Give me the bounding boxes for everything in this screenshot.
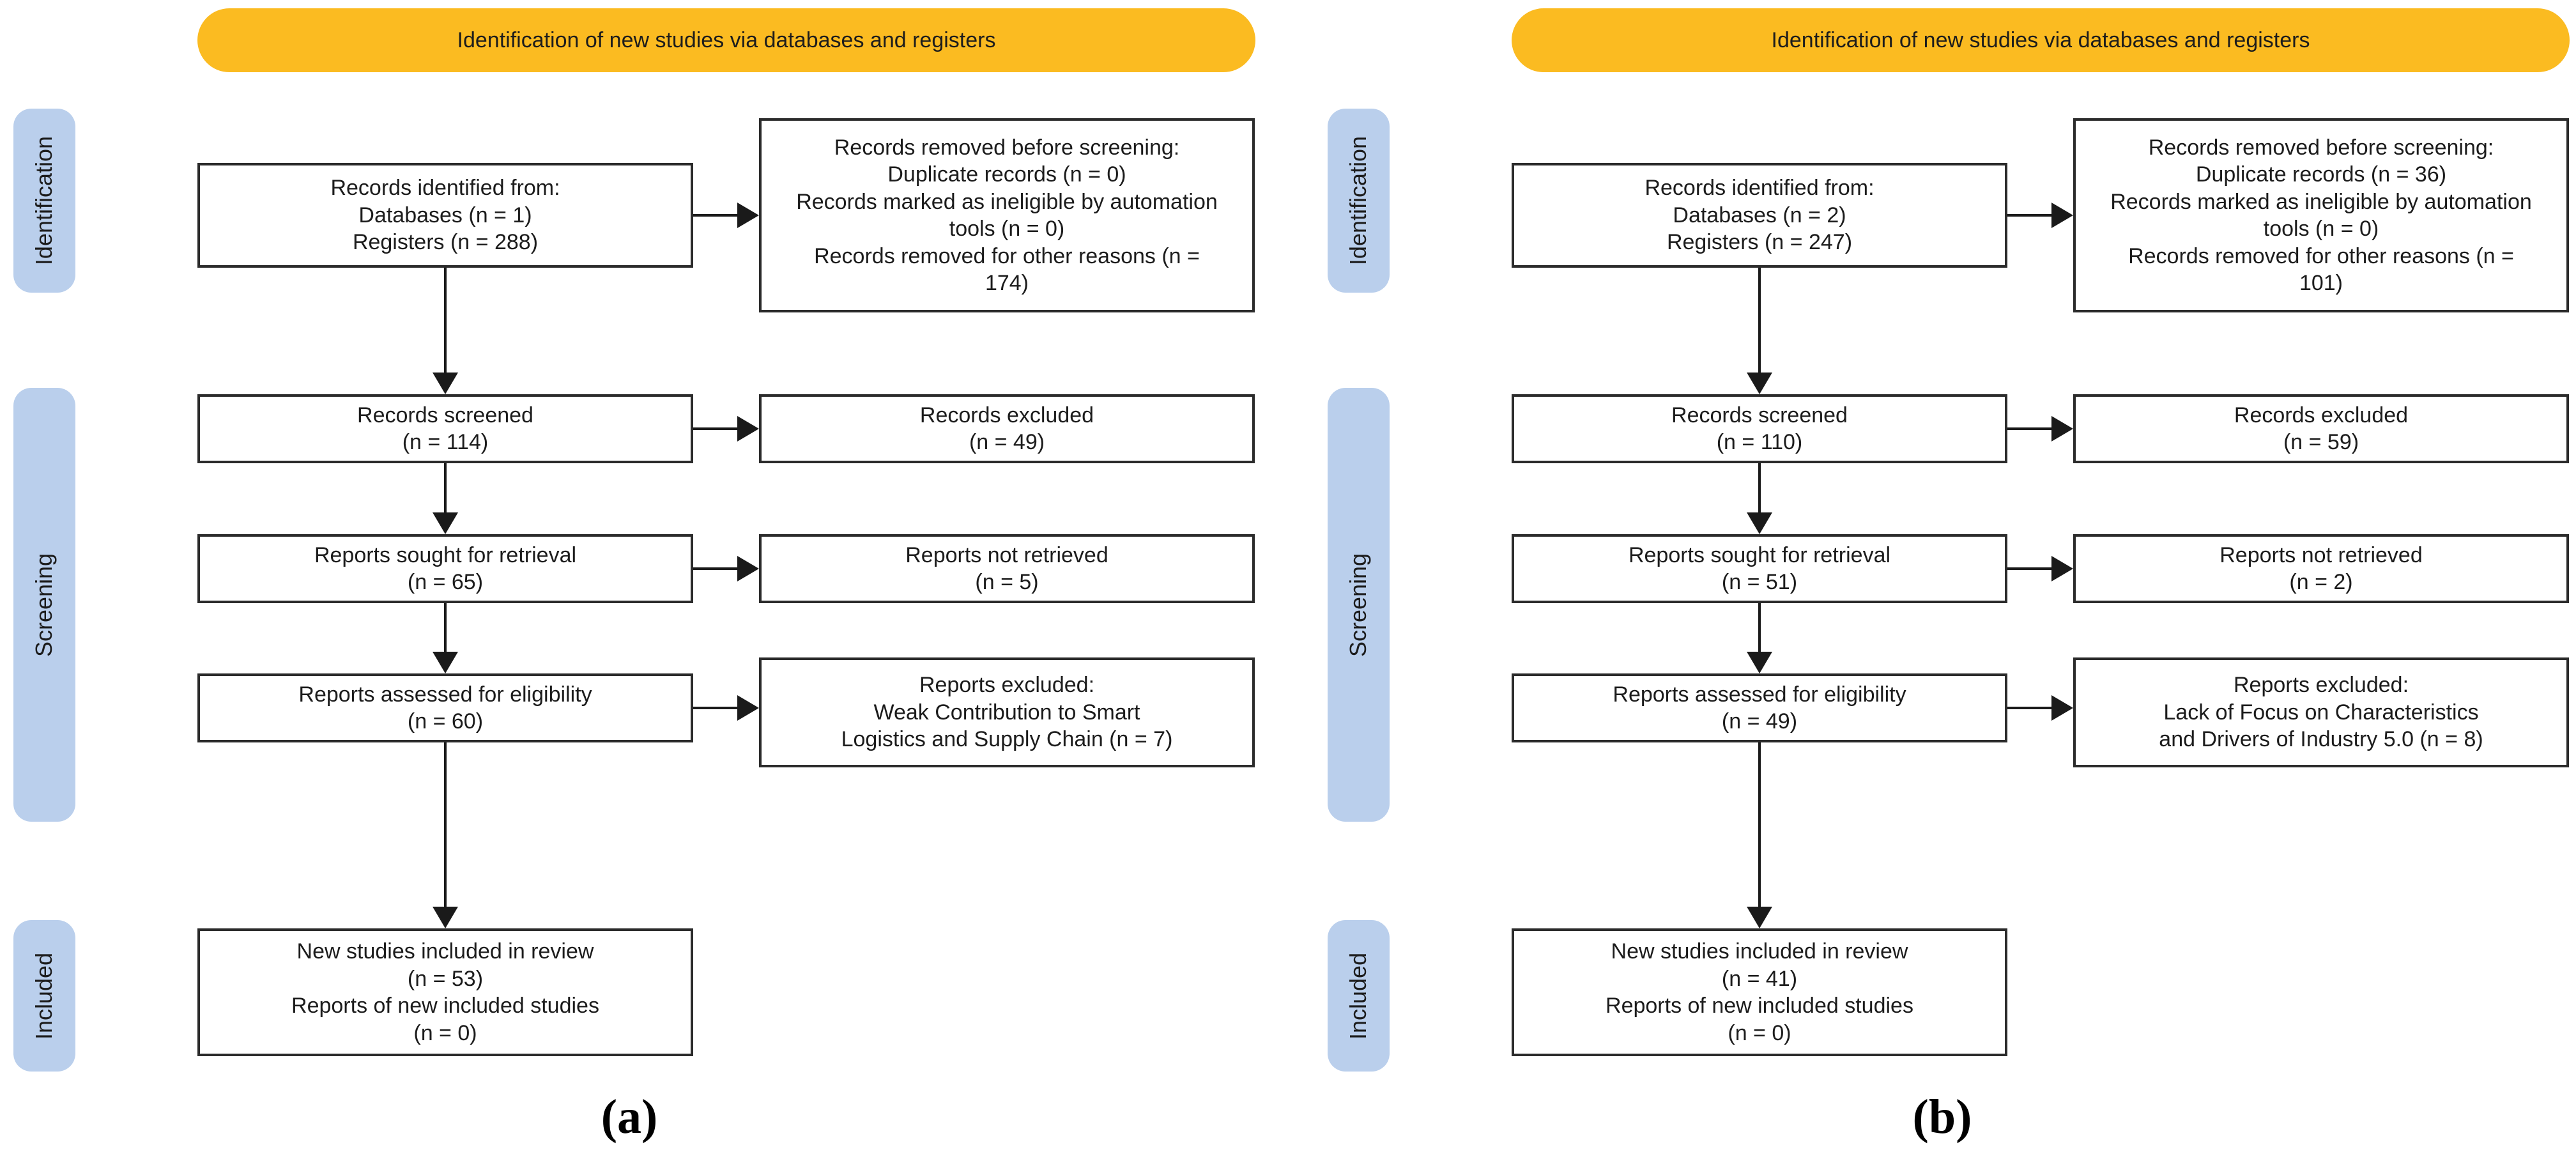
caption-b: (b) xyxy=(1912,1090,1972,1144)
arrow-assessed-to-excluded-a xyxy=(693,707,740,709)
arrow-sought-to-assessed-b xyxy=(1758,603,1761,654)
arrow-identified-to-removed-b xyxy=(2007,214,2054,217)
arrowhead-screened-to-sought-b xyxy=(1747,512,1772,534)
stage-label-identification-b: Identification xyxy=(1345,135,1372,266)
arrowhead-sought-to-assessed-a xyxy=(433,652,458,673)
arrow-identified-to-removed-a xyxy=(693,214,740,217)
arrowhead-identified-to-removed-a xyxy=(737,203,759,228)
stage-band-screening-a: Screening xyxy=(13,388,75,822)
stage-band-identification-a: Identification xyxy=(13,109,75,293)
box-new-studies-included-a: New studies included in review (n = 53) … xyxy=(197,928,693,1056)
box-reports-not-retrieved-a: Reports not retrieved (n = 5) xyxy=(759,534,1255,603)
box-reports-excluded-a: Reports excluded: Weak Contribution to S… xyxy=(759,657,1255,767)
arrow-assessed-to-excluded-b xyxy=(2007,707,2054,709)
banner-a: Identification of new studies via databa… xyxy=(197,8,1255,72)
box-records-identified-b: Records identified from: Databases (n = … xyxy=(1512,163,2007,268)
arrow-assessed-to-included-a xyxy=(444,742,447,909)
arrowhead-assessed-to-included-a xyxy=(433,907,458,928)
banner-b: Identification of new studies via databa… xyxy=(1512,8,2570,72)
box-reports-sought-b: Reports sought for retrieval (n = 51) xyxy=(1512,534,2007,603)
arrowhead-sought-to-assessed-b xyxy=(1747,652,1772,673)
stage-band-identification-b: Identification xyxy=(1328,109,1390,293)
box-reports-assessed-b: Reports assessed for eligibility (n = 49… xyxy=(1512,673,2007,742)
arrow-screened-to-sought-b xyxy=(1758,463,1761,515)
arrow-sought-to-assessed-a xyxy=(444,603,447,654)
arrowhead-identified-to-screened-b xyxy=(1747,373,1772,394)
box-records-removed-b: Records removed before screening: Duplic… xyxy=(2073,118,2569,312)
box-reports-excluded-b: Reports excluded: Lack of Focus on Chara… xyxy=(2073,657,2569,767)
stage-band-included-b: Included xyxy=(1328,920,1390,1072)
box-new-studies-included-b: New studies included in review (n = 41) … xyxy=(1512,928,2007,1056)
stage-label-included-b: Included xyxy=(1345,952,1372,1040)
box-records-identified-a: Records identified from: Databases (n = … xyxy=(197,163,693,268)
arrow-identified-to-screened-b xyxy=(1758,268,1761,375)
stage-label-included-a: Included xyxy=(31,952,57,1040)
arrowhead-identified-to-removed-b xyxy=(2051,203,2073,228)
box-reports-assessed-a: Reports assessed for eligibility (n = 60… xyxy=(197,673,693,742)
box-records-removed-a: Records removed before screening: Duplic… xyxy=(759,118,1255,312)
stage-label-identification-a: Identification xyxy=(31,135,57,266)
box-records-screened-a: Records screened (n = 114) xyxy=(197,394,693,463)
arrowhead-sought-to-not-retrieved-a xyxy=(737,556,759,581)
arrowhead-sought-to-not-retrieved-b xyxy=(2051,556,2073,581)
box-reports-sought-a: Reports sought for retrieval (n = 65) xyxy=(197,534,693,603)
arrowhead-screened-to-excluded-a xyxy=(737,416,759,442)
stage-label-screening-a: Screening xyxy=(31,553,57,657)
arrowhead-assessed-to-excluded-b xyxy=(2051,695,2073,721)
arrow-screened-to-excluded-b xyxy=(2007,427,2054,430)
box-records-excluded-b: Records excluded (n = 59) xyxy=(2073,394,2569,463)
box-records-excluded-a: Records excluded (n = 49) xyxy=(759,394,1255,463)
arrow-screened-to-excluded-a xyxy=(693,427,740,430)
arrow-sought-to-not-retrieved-a xyxy=(693,567,740,570)
stage-band-included-a: Included xyxy=(13,920,75,1072)
arrowhead-screened-to-sought-a xyxy=(433,512,458,534)
arrowhead-assessed-to-excluded-a xyxy=(737,695,759,721)
arrow-sought-to-not-retrieved-b xyxy=(2007,567,2054,570)
arrowhead-screened-to-excluded-b xyxy=(2051,416,2073,442)
caption-a: (a) xyxy=(601,1090,658,1144)
arrowhead-assessed-to-included-b xyxy=(1747,907,1772,928)
arrowhead-identified-to-screened-a xyxy=(433,373,458,394)
stage-label-screening-b: Screening xyxy=(1345,553,1372,657)
arrow-identified-to-screened-a xyxy=(444,268,447,375)
box-records-screened-b: Records screened (n = 110) xyxy=(1512,394,2007,463)
arrow-screened-to-sought-a xyxy=(444,463,447,515)
stage-band-screening-b: Screening xyxy=(1328,388,1390,822)
arrow-assessed-to-included-b xyxy=(1758,742,1761,909)
box-reports-not-retrieved-b: Reports not retrieved (n = 2) xyxy=(2073,534,2569,603)
